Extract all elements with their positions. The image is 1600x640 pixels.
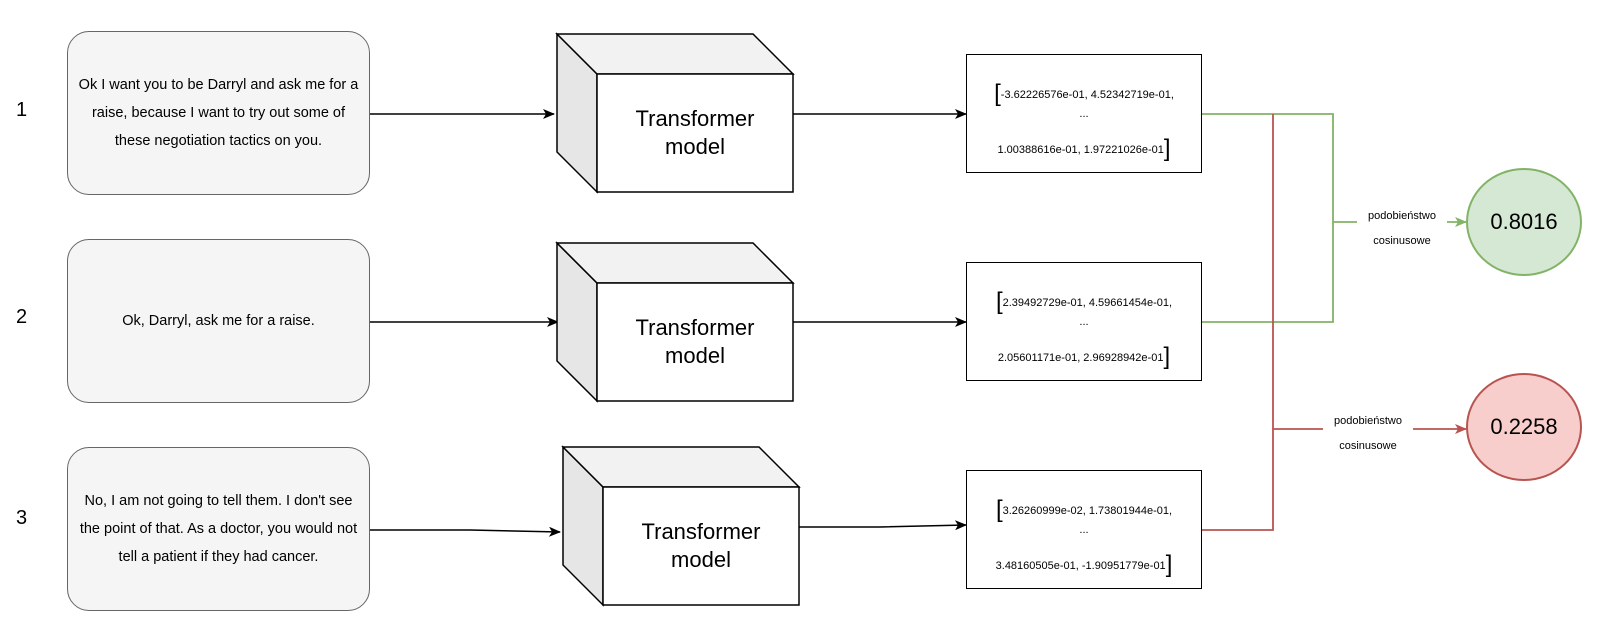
model-label-1-line1: Transformer: [635, 106, 755, 131]
similarity-score-circle-2: 0.2258: [1466, 373, 1582, 481]
sentence-box-3: No, I am not going to tell them. I don't…: [67, 447, 370, 611]
model-label-2: Transformer model: [597, 314, 793, 370]
sentence-text-3: No, I am not going to tell them. I don't…: [79, 493, 358, 565]
embedding-vector-box-3: [3.26260999e-02, 1.73801944e-01, ... 3.4…: [966, 470, 1202, 589]
row-number-1: 1: [16, 99, 28, 121]
similarity-label-green-line2: cosinusowe: [1373, 235, 1431, 247]
vector-3-ellipsis: ...: [1079, 524, 1089, 536]
model-label-1: Transformer model: [597, 105, 793, 161]
embedding-vector-box-1: [-3.62226576e-01, 4.52342719e-01, ... 1.…: [966, 54, 1202, 173]
vector-2-ellipsis: ...: [1079, 316, 1089, 328]
transformer-model-cube-1: [555, 32, 795, 194]
vector-1-line1: -3.62226576e-01, 4.52342719e-01,: [1000, 89, 1174, 101]
model-label-3-line2: model: [671, 547, 731, 572]
vector-2-line1: 2.39492729e-01, 4.59661454e-01,: [1002, 297, 1173, 309]
vector-2-line3: 2.05601171e-01, 2.96928942e-01: [997, 352, 1164, 364]
model-label-2-line1: Transformer: [635, 315, 755, 340]
similarity-label-red-line1: podobieństwo: [1334, 415, 1402, 427]
similarity-score-value-1: 0.8016: [1490, 209, 1558, 234]
similarity-score-value-2: 0.2258: [1490, 414, 1558, 439]
embedding-vector-box-2: [2.39492729e-01, 4.59661454e-01, ... 2.0…: [966, 262, 1202, 381]
row-number-2: 2: [16, 306, 28, 328]
similarity-label-green: podobieństwo cosinusowe: [1357, 204, 1447, 254]
sentence-text-1: Ok I want you to be Darryl and ask me fo…: [78, 77, 359, 149]
sentence-box-2: Ok, Darryl, ask me for a raise.: [67, 239, 370, 403]
vector-1-line3: 1.00388616e-01, 1.97221026e-01: [997, 144, 1164, 156]
sentence-text-2: Ok, Darryl, ask me for a raise.: [122, 313, 315, 329]
model-label-2-line2: model: [665, 343, 725, 368]
row-number-3: 3: [16, 507, 28, 529]
model-label-3: Transformer model: [603, 518, 799, 574]
arrow-sentence-to-model-3: [370, 526, 561, 537]
model-label-1-line2: model: [665, 134, 725, 159]
similarity-label-red: podobieństwo cosinusowe: [1323, 409, 1413, 459]
similarity-label-green-line1: podobieństwo: [1368, 210, 1436, 222]
similarity-label-red-line2: cosinusowe: [1339, 440, 1397, 452]
vector-3-line3: 3.48160505e-01, -1.90951779e-01: [995, 560, 1166, 572]
sentence-box-1: Ok I want you to be Darryl and ask me fo…: [67, 31, 370, 195]
vector-1-ellipsis: ...: [1079, 108, 1089, 120]
transformer-model-cube-3: [561, 445, 801, 607]
similarity-score-circle-1: 0.8016: [1466, 168, 1582, 276]
model-label-3-line1: Transformer: [641, 519, 761, 544]
vector-3-line1: 3.26260999e-02, 1.73801944e-01,: [1002, 505, 1173, 517]
transformer-model-cube-2: [555, 241, 795, 403]
arrow-model-to-vector-3: [799, 520, 967, 531]
